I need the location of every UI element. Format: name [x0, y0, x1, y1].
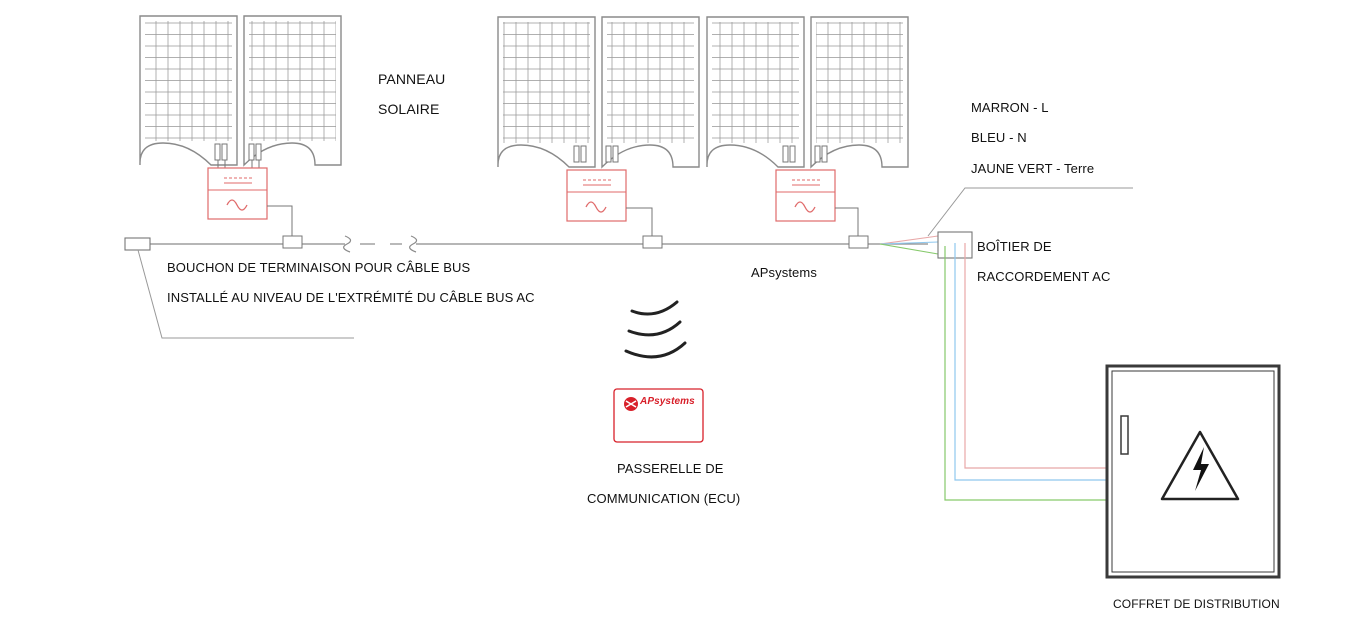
wire-blue-label: BLEU - N	[971, 130, 1027, 145]
solar-panel-group-3	[706, 16, 909, 169]
terminator-label-line1: BOUCHON DE TERMINAISON POUR CÂBLE BUS	[167, 260, 471, 275]
ecu-label-line2: COMMUNICATION (ECU)	[587, 491, 741, 506]
ecu-label-line1: PASSERELLE DE	[617, 461, 724, 476]
wifi-signal-icon	[624, 300, 687, 359]
bus-brand-label: APsystems	[751, 265, 817, 280]
ac-wires-to-junction	[879, 235, 939, 255]
terminator-label-line2: INSTALLÉ AU NIVEAU DE L'EXTRÉMITÉ DU CÂB…	[167, 290, 535, 305]
microinverter-1	[207, 167, 303, 249]
wire-brown-label: MARRON - L	[971, 100, 1049, 115]
bus-terminator-cap	[124, 237, 354, 339]
ac-bus-cable	[150, 235, 928, 253]
solar-panel-group-1	[139, 15, 342, 168]
microinverter-3	[775, 169, 869, 249]
junction-box-label-line1: BOÎTIER DE	[977, 239, 1052, 254]
panel-label-line2: SOLAIRE	[378, 101, 440, 117]
panel-label-line1: PANNEAU	[378, 71, 446, 87]
ecu-device	[613, 388, 704, 443]
solar-panel-group-2	[497, 16, 700, 169]
ecu-logo-text: APsystems	[640, 396, 695, 407]
junction-box-label-line2: RACCORDEMENT AC	[977, 269, 1111, 284]
wire-green-label: JAUNE VERT - Terre	[971, 161, 1095, 176]
apsystems-logo-icon	[624, 397, 638, 411]
microinverter-2	[566, 169, 663, 249]
ac-wires-to-distribution	[944, 243, 1112, 501]
distribution-box-label: COFFRET DE DISTRIBUTION	[1113, 597, 1280, 611]
high-voltage-warning-icon	[1160, 430, 1240, 501]
